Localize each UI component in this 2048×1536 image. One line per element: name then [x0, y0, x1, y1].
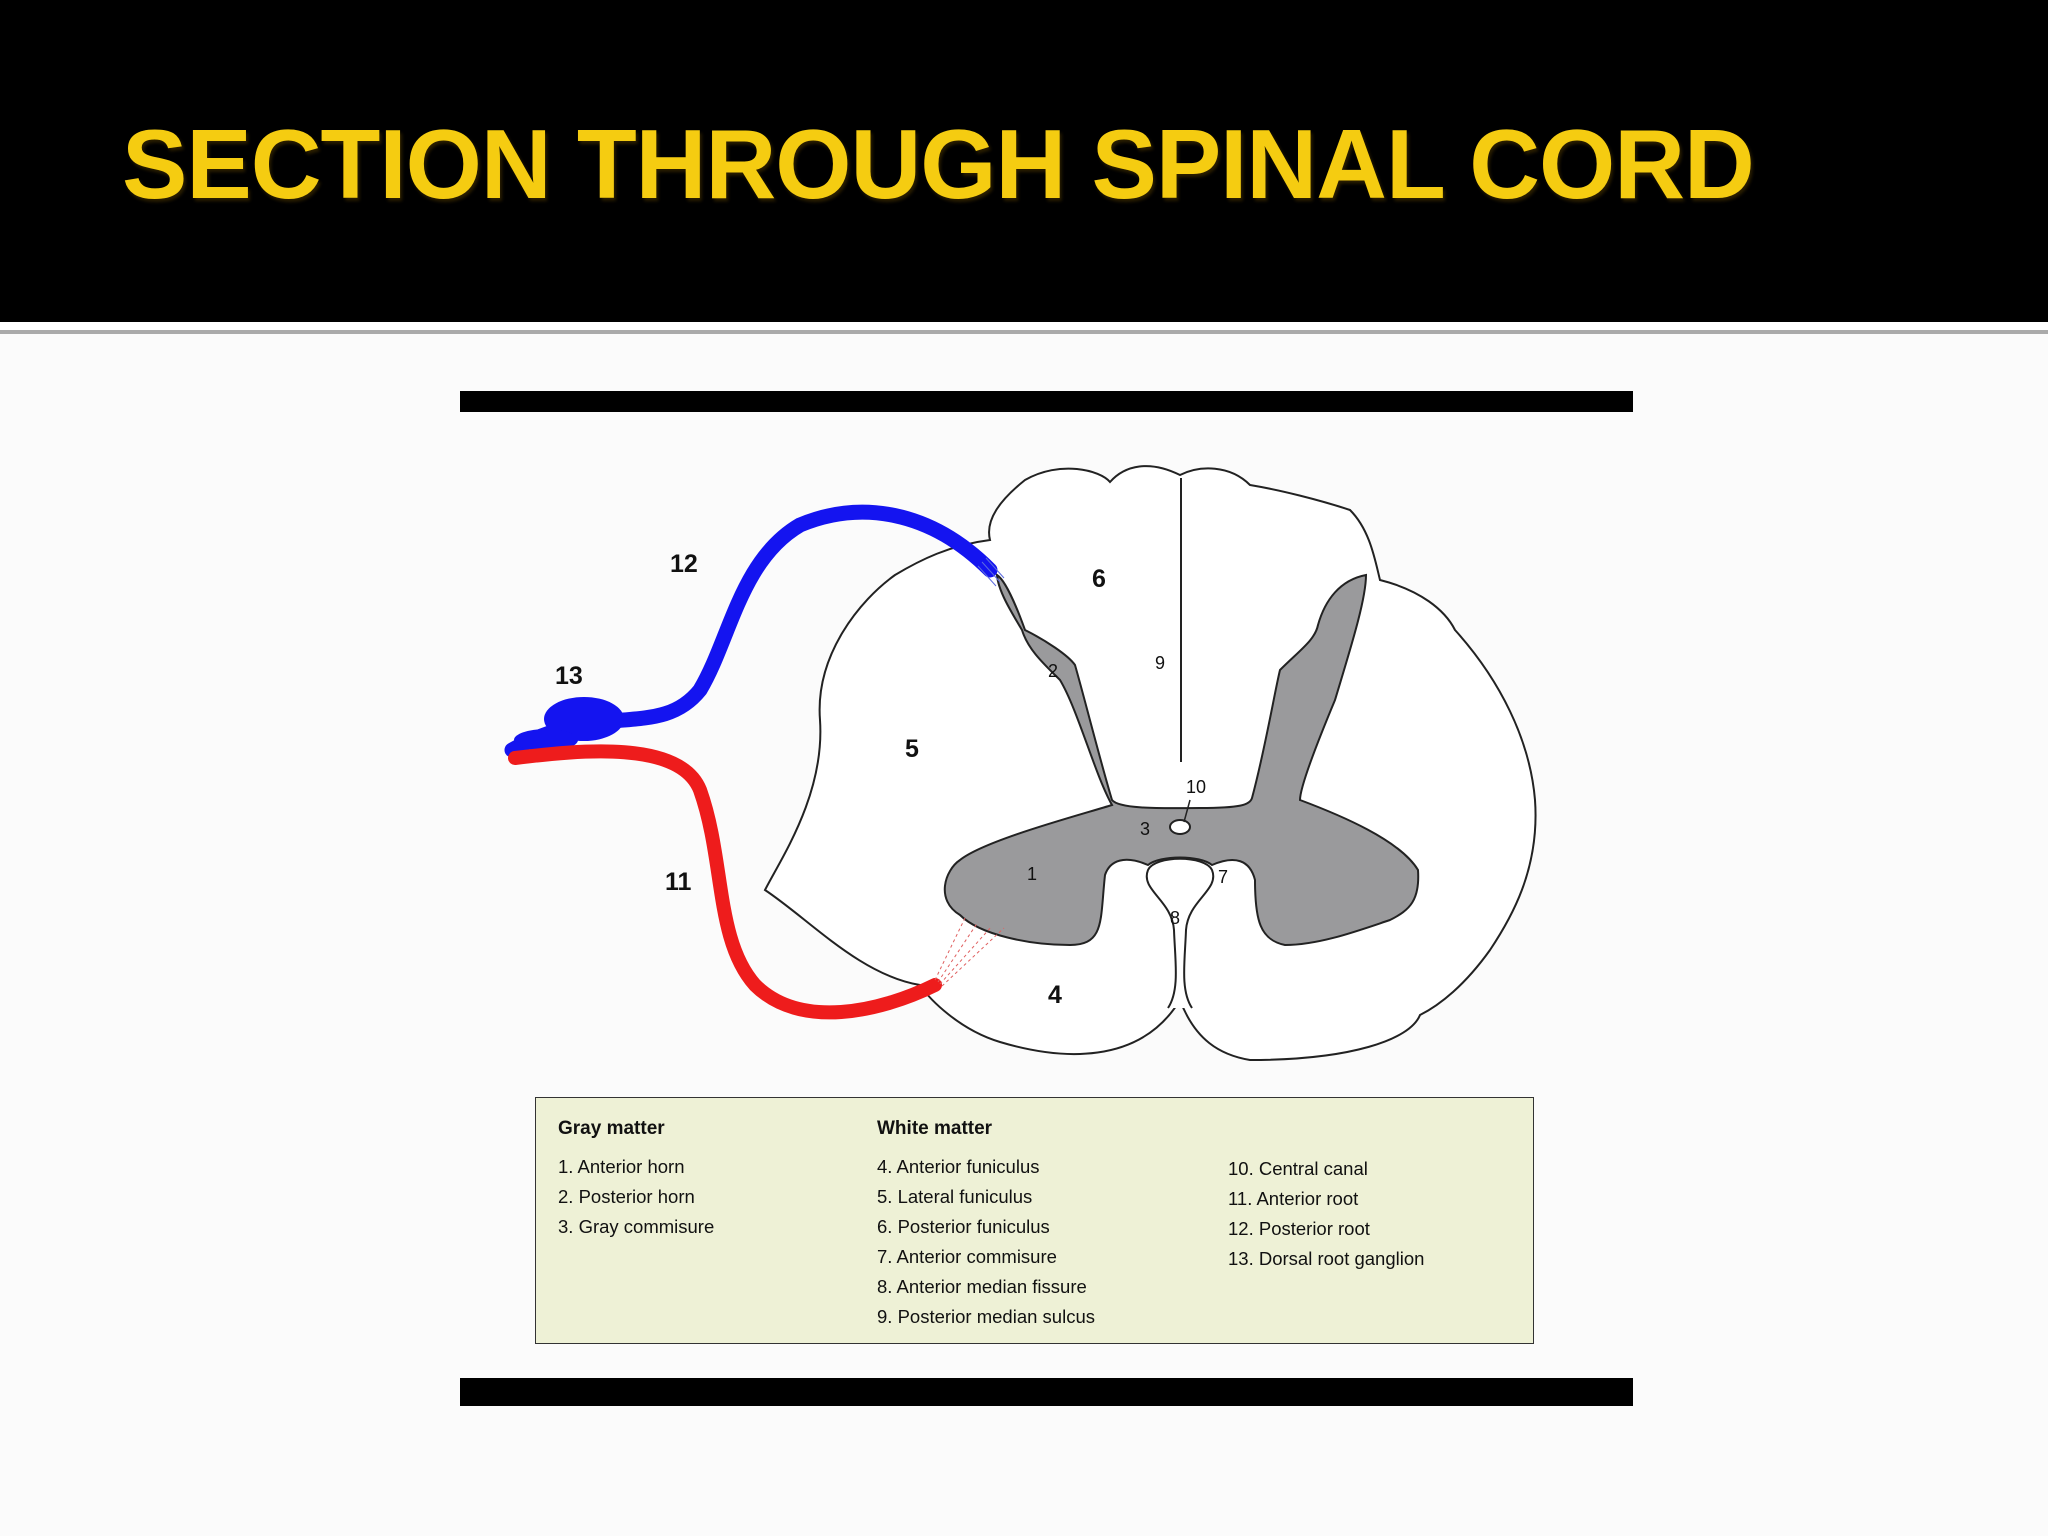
frame-bar-bottom: [460, 1378, 1633, 1406]
legend-item: 12. Posterior root: [1228, 1218, 1370, 1239]
legend-item: 11. Anterior root: [1228, 1188, 1359, 1209]
legend-item: 2. Posterior horn: [558, 1186, 695, 1207]
legend-item: 9. Posterior median sulcus: [877, 1306, 1095, 1327]
white-matter-outline: [763, 465, 1537, 1062]
anterior-median-fissure: [1145, 857, 1215, 1009]
legend-box: Gray matter 1. Anterior horn 2. Posterio…: [535, 1097, 1534, 1344]
label-11: 11: [665, 868, 692, 896]
title-divider-shadow: [0, 330, 2048, 334]
label-9: 9: [1155, 653, 1165, 673]
label-7: 7: [1218, 867, 1228, 887]
ganglion-tail: [514, 729, 578, 751]
frame-bar-top: [460, 391, 1633, 412]
posterior-rootlets: [977, 557, 1005, 587]
label-2: 2: [1048, 661, 1058, 681]
legend-item: 5. Lateral funiculus: [877, 1186, 1033, 1207]
title-divider: [0, 322, 2048, 330]
legend-item: 6. Posterior funiculus: [877, 1216, 1050, 1237]
legend-heading-gray-matter: Gray matter: [558, 1118, 665, 1139]
gray-matter: [943, 573, 1420, 947]
label-8: 8: [1170, 908, 1180, 928]
label-12: 12: [670, 550, 698, 578]
legend-item: 7. Anterior commisure: [877, 1246, 1057, 1267]
slide-title: SECTION THROUGH SPINAL CORD: [122, 109, 1755, 219]
legend-heading-white-matter: White matter: [877, 1118, 993, 1139]
title-band: SECTION THROUGH SPINAL CORD: [0, 0, 2048, 322]
legend-white-matter: White matter 4. Anterior funiculus 5. La…: [877, 1118, 1095, 1332]
legend-other: 10. Central canal 11. Anterior root 12. …: [1228, 1154, 1424, 1274]
label-4: 4: [1048, 981, 1062, 1009]
anterior-rootlets: [934, 917, 1005, 987]
legend-item: 3. Gray commisure: [558, 1216, 715, 1237]
legend-item: 10. Central canal: [1228, 1158, 1368, 1179]
label-13: 13: [555, 662, 583, 690]
legend-item: 13. Dorsal root ganglion: [1228, 1248, 1425, 1269]
central-canal: [1169, 819, 1191, 835]
legend-gray-matter: Gray matter 1. Anterior horn 2. Posterio…: [558, 1118, 714, 1242]
legend-item: 8. Anterior median fissure: [877, 1276, 1087, 1297]
dorsal-root-ganglion: [544, 697, 624, 741]
legend-item: 1. Anterior horn: [558, 1156, 685, 1177]
anterior-root: [508, 744, 942, 1020]
legend-item: 4. Anterior funiculus: [877, 1156, 1040, 1177]
label-3: 3: [1140, 819, 1150, 839]
label-6: 6: [1092, 565, 1106, 593]
label-10: 10: [1186, 777, 1206, 797]
central-canal-pointer: [1183, 799, 1191, 823]
label-1: 1: [1027, 864, 1037, 884]
label-5: 5: [905, 735, 919, 763]
